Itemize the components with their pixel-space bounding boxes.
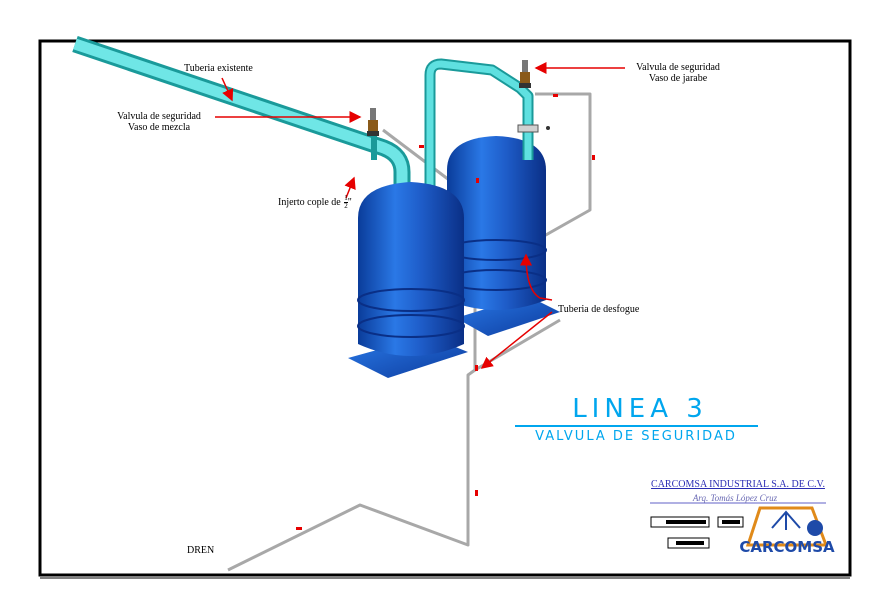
tank-syrup-base [456, 296, 560, 336]
label-coupling-unit: " [347, 196, 352, 208]
tank-mix [348, 182, 468, 378]
label-valve-mix-line2: Vaso de mezcla [127, 122, 191, 133]
designer-signature: Arq. Tomás López Cruz [692, 493, 778, 503]
label-coupling-denominator: 2 [344, 202, 348, 210]
label-valve-mix: Valvula de seguridad Vaso de mezcla [100, 111, 218, 133]
tank-syrup [445, 136, 560, 336]
label-existing-pipe: Tuberia existente [184, 63, 253, 74]
logo-wordmark: CARCOMSA [739, 538, 835, 556]
sheet-border [38, 39, 852, 577]
titleblock-boxes [650, 516, 744, 549]
valve-syrup [519, 60, 531, 88]
coupling-fitting [517, 124, 550, 133]
label-valve-syrup: Valvula de seguridad Vaso de jarabe [624, 62, 732, 84]
label-coupling: Injerto cople de 1 2 " [278, 195, 352, 210]
flow-arrows [296, 94, 595, 530]
label-drain: DREN [187, 545, 215, 556]
pipe-existing [72, 35, 411, 225]
pipe-syrup-inlet [424, 58, 534, 190]
drawing-subtitle: VALVULA DE SEGURIDAD [535, 429, 737, 444]
label-valve-syrup-line2: Vaso de jarabe [648, 73, 708, 84]
label-valve-mix-line1: Valvula de seguridad [117, 111, 201, 122]
label-vent-pipe: Tuberia de desfogue [558, 304, 640, 315]
label-coupling-numerator: 1 [344, 194, 348, 203]
company-name: CARCOMSA INDUSTRIAL S.A. DE C.V. [651, 479, 825, 490]
drawing-title: LINEA 3 [572, 394, 708, 424]
valve-mix [367, 108, 379, 136]
leader-lines [215, 62, 625, 369]
label-valve-syrup-line1: Valvula de seguridad [636, 62, 720, 73]
label-coupling-text: Injerto cople de [278, 196, 341, 208]
company-logo: CARCOMSA [739, 506, 835, 556]
